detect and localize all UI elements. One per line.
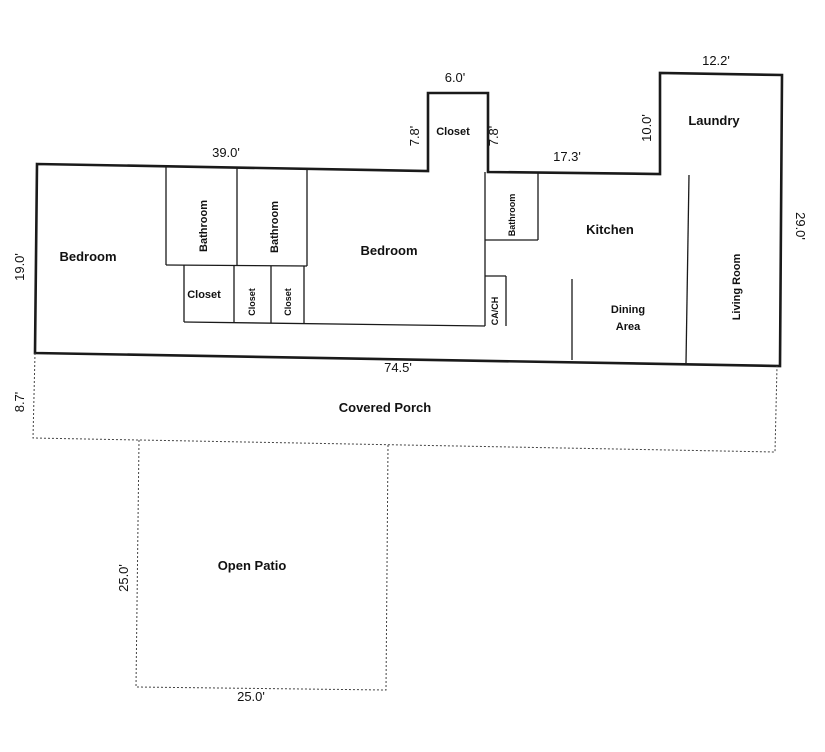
room-dining-line2: Area	[616, 321, 641, 333]
dim-porch-depth: 8.7'	[12, 392, 27, 413]
room-kitchen: Kitchen	[586, 222, 634, 237]
area-covered-porch: Covered Porch	[339, 400, 432, 415]
room-closet-1: Closet	[187, 289, 221, 301]
dim-top-left-length: 39.0'	[212, 145, 240, 160]
dim-closet-width: 6.0'	[445, 70, 466, 85]
dim-laundry-depth: 10.0'	[639, 114, 654, 142]
room-bedroom-left: Bedroom	[59, 249, 116, 264]
dim-laundry-width: 12.2'	[702, 53, 730, 68]
dim-patio-depth: 25.0'	[116, 564, 131, 592]
dim-house-depth-left: 19.0'	[12, 253, 27, 281]
interior-walls	[165, 166, 690, 364]
dim-top-right-length: 17.3'	[553, 149, 581, 164]
dim-closet-depth-right: 7.8'	[486, 126, 501, 147]
covered-porch-outline	[32, 352, 778, 453]
room-dining-line1: Dining	[611, 304, 645, 316]
room-laundry: Laundry	[688, 113, 740, 128]
room-living-room: Living Room	[731, 253, 743, 320]
room-bathroom-small: Bathroom	[507, 194, 517, 237]
exterior-wall	[33, 71, 784, 368]
room-bedroom-center: Bedroom	[360, 243, 417, 258]
room-closet-2: Closet	[247, 288, 257, 316]
dim-patio-width: 25.0'	[237, 689, 265, 704]
room-cach: CA/CH	[490, 297, 500, 326]
area-open-patio: Open Patio	[218, 558, 287, 573]
dim-closet-depth-left: 7.8'	[407, 126, 422, 147]
dim-house-depth-right: 29.0'	[793, 212, 808, 240]
room-bathroom-1: Bathroom	[198, 200, 210, 252]
room-closet-3: Closet	[283, 288, 293, 316]
room-closet-top: Closet	[436, 126, 470, 138]
open-patio-outline	[135, 439, 389, 691]
dim-bottom-length: 74.5'	[384, 360, 412, 375]
room-bathroom-2: Bathroom	[269, 201, 281, 253]
